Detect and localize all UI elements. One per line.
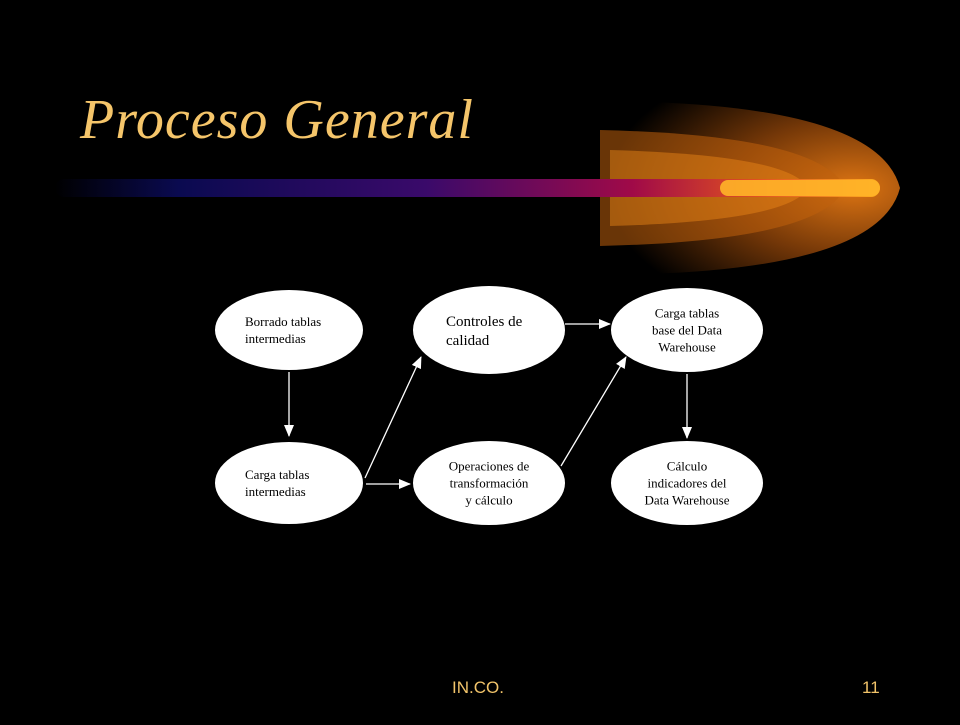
node-label-line: Operaciones de [449, 459, 530, 474]
node-ellipse [611, 441, 763, 525]
node-operaciones: Operaciones de transformación y cálculo [413, 441, 565, 525]
node-label-line: y cálculo [465, 493, 512, 508]
node-label-line: Controles de [446, 314, 523, 330]
node-label-line: Warehouse [658, 340, 716, 355]
node-ellipse [611, 288, 763, 372]
node-carga-intermedias: Carga tablas intermedias [215, 442, 363, 524]
node-label-line: Carga tablas [655, 306, 719, 321]
node-label-line: intermedias [245, 331, 306, 346]
footer-org: IN.CO. [452, 678, 504, 697]
node-label-line: indicadores del [647, 476, 726, 491]
slide-title: Proceso General [80, 89, 474, 151]
node-label-line: intermedias [245, 484, 306, 499]
diagram-nodes: Borrado tablas intermedias Controles de cal… [215, 286, 763, 525]
node-label-line: calidad [446, 333, 490, 349]
node-ellipse [215, 290, 363, 370]
slide-number: 11 [862, 678, 880, 697]
edge-operaciones-to-carga-base [560, 356, 627, 467]
node-label-line: base del Data [652, 323, 722, 338]
node-controles: Controles de calidad [413, 286, 565, 374]
node-ellipse [413, 286, 565, 374]
title-underline-bar [55, 179, 880, 197]
edge-carga-intermedias-to-controles [364, 356, 422, 479]
node-label-line: Carga tablas [245, 467, 309, 482]
node-label-line: transformación [450, 476, 529, 491]
diagram-edges [284, 319, 692, 489]
node-label-line: Data Warehouse [645, 493, 730, 508]
node-label-line: Borrado tablas [245, 314, 321, 329]
node-label-line: Cálculo [667, 459, 707, 474]
node-ellipse [215, 442, 363, 524]
node-ellipse [413, 441, 565, 525]
node-borrado: Borrado tablas intermedias [215, 290, 363, 370]
